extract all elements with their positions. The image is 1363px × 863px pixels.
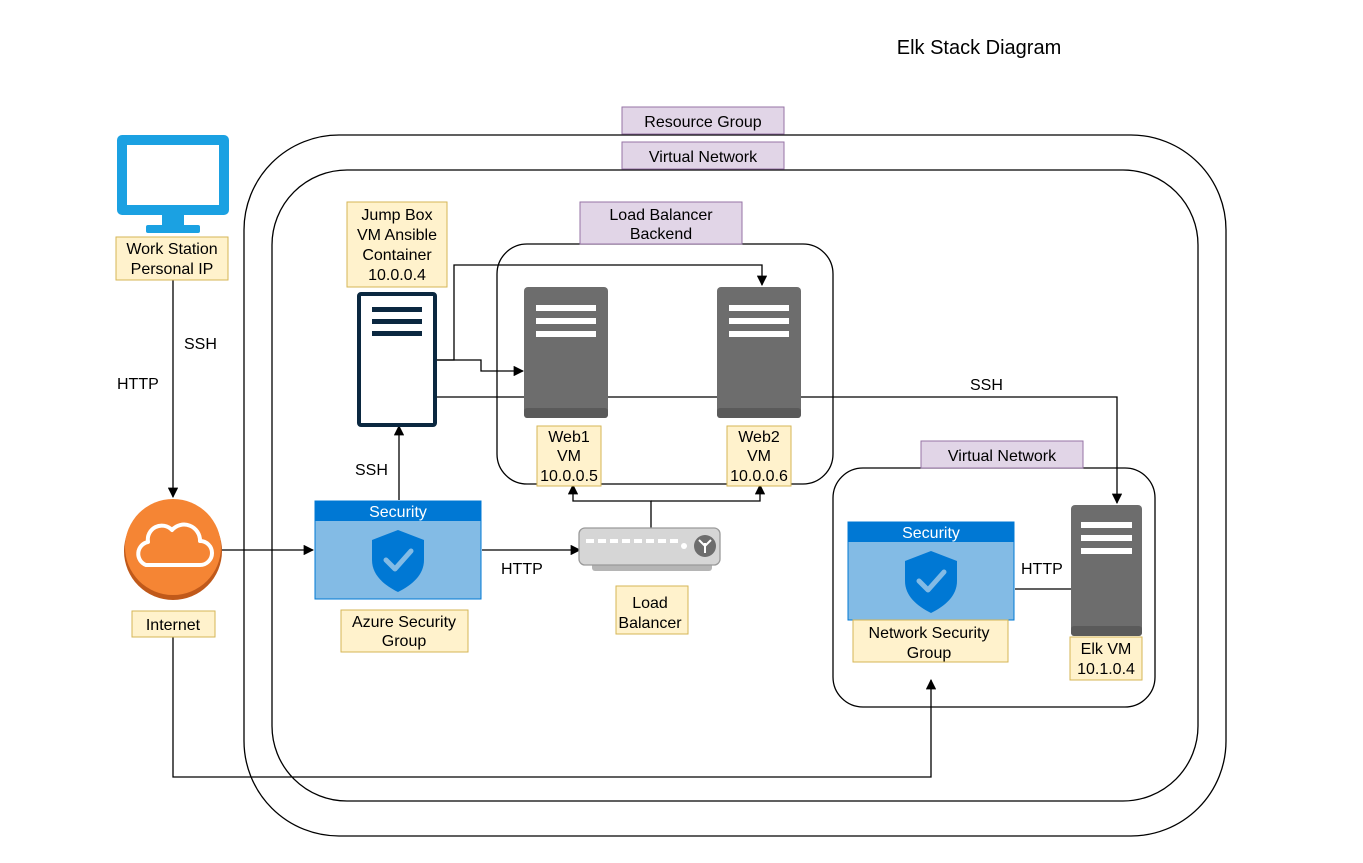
edge-label-http-elk: HTTP (1021, 561, 1063, 578)
svg-text:Personal IP: Personal IP (131, 261, 214, 278)
svg-text:VM Ansible: VM Ansible (357, 227, 437, 244)
svg-text:Load: Load (632, 595, 668, 612)
security-header-text: Security (369, 504, 427, 521)
edge-jumpbox-elk (437, 396, 1123, 505)
shield-icon (372, 530, 424, 592)
resource-group-boundary (243, 134, 1227, 837)
load-balancer-backend-label: Load Balancer Backend (579, 201, 743, 245)
jumpbox-server-icon (357, 292, 437, 427)
svg-text:Virtual Network: Virtual Network (948, 448, 1057, 465)
edge-jumpbox-web1 (437, 359, 525, 377)
diagram-title: Elk Stack Diagram (897, 37, 1062, 59)
svg-text:Group: Group (382, 633, 427, 650)
svg-text:Container: Container (362, 247, 432, 264)
svg-text:VM: VM (557, 448, 581, 465)
jumpbox-label: Jump Box VM Ansible Container 10.0.0.4 (346, 201, 448, 288)
svg-text:Web1: Web1 (548, 429, 590, 446)
web2-server-icon (717, 287, 801, 418)
edge-label-http-workstation: HTTP (117, 376, 159, 393)
svg-text:Jump Box: Jump Box (361, 207, 432, 224)
svg-text:Balancer: Balancer (618, 615, 682, 632)
virtual-network-label: Virtual Network (621, 141, 785, 170)
elk-server-icon (1071, 505, 1142, 636)
svg-text:VM: VM (747, 448, 771, 465)
svg-text:Internet: Internet (146, 617, 201, 634)
svg-text:10.0.0.4: 10.0.0.4 (368, 267, 426, 284)
edge-label-ssh-workstation: SSH (184, 336, 217, 353)
load-balancer-icon (578, 527, 721, 571)
web1-label: Web1 VM 10.0.0.5 (536, 425, 602, 487)
svg-text:Virtual Network: Virtual Network (649, 149, 758, 166)
svg-text:Elk VM: Elk VM (1081, 641, 1132, 658)
virtual-network-boundary (271, 169, 1199, 802)
svg-text:Load Balancer: Load Balancer (609, 207, 713, 224)
azure-security-group-icon: Security (314, 500, 482, 600)
svg-text:Web2: Web2 (738, 429, 780, 446)
internet-label: Internet (131, 610, 216, 638)
svg-text:10.0.0.5: 10.0.0.5 (540, 468, 598, 485)
load-balancer-label: Load Balancer (615, 585, 689, 635)
svg-text:10.1.0.4: 10.1.0.4 (1077, 661, 1135, 678)
web2-label: Web2 VM 10.0.0.6 (726, 425, 792, 487)
shield-icon (905, 551, 957, 613)
network-security-group-label: Network Security Group (852, 619, 1009, 663)
azure-security-group-label: Azure Security Group (340, 609, 469, 653)
svg-text:10.0.0.6: 10.0.0.6 (730, 468, 788, 485)
security-header-text: Security (902, 525, 960, 542)
svg-text:Backend: Backend (630, 226, 692, 243)
elk-virtual-network-label: Virtual Network (920, 440, 1084, 469)
svg-text:Resource Group: Resource Group (644, 114, 761, 131)
monitor-icon (117, 135, 229, 233)
edge-label-ssh-jumpbox: SSH (355, 462, 388, 479)
network-security-group-icon: Security (847, 521, 1015, 621)
edge-label-http-lb: HTTP (501, 561, 543, 578)
edge-internet-network-sg (172, 637, 937, 778)
workstation-label: Work Station Personal IP (115, 236, 229, 281)
edge-lb-web2 (651, 483, 766, 502)
edge-label-ssh-elk: SSH (970, 377, 1003, 394)
resource-group-label: Resource Group (621, 106, 785, 135)
cloud-icon (124, 499, 222, 600)
svg-text:Azure Security: Azure Security (352, 614, 456, 631)
svg-text:Work Station: Work Station (126, 241, 217, 258)
svg-text:Network Security: Network Security (869, 625, 990, 642)
edge-lb-web1 (567, 483, 652, 530)
svg-text:Group: Group (907, 645, 952, 662)
web1-server-icon (524, 287, 608, 418)
elk-vm-label: Elk VM 10.1.0.4 (1069, 636, 1143, 681)
